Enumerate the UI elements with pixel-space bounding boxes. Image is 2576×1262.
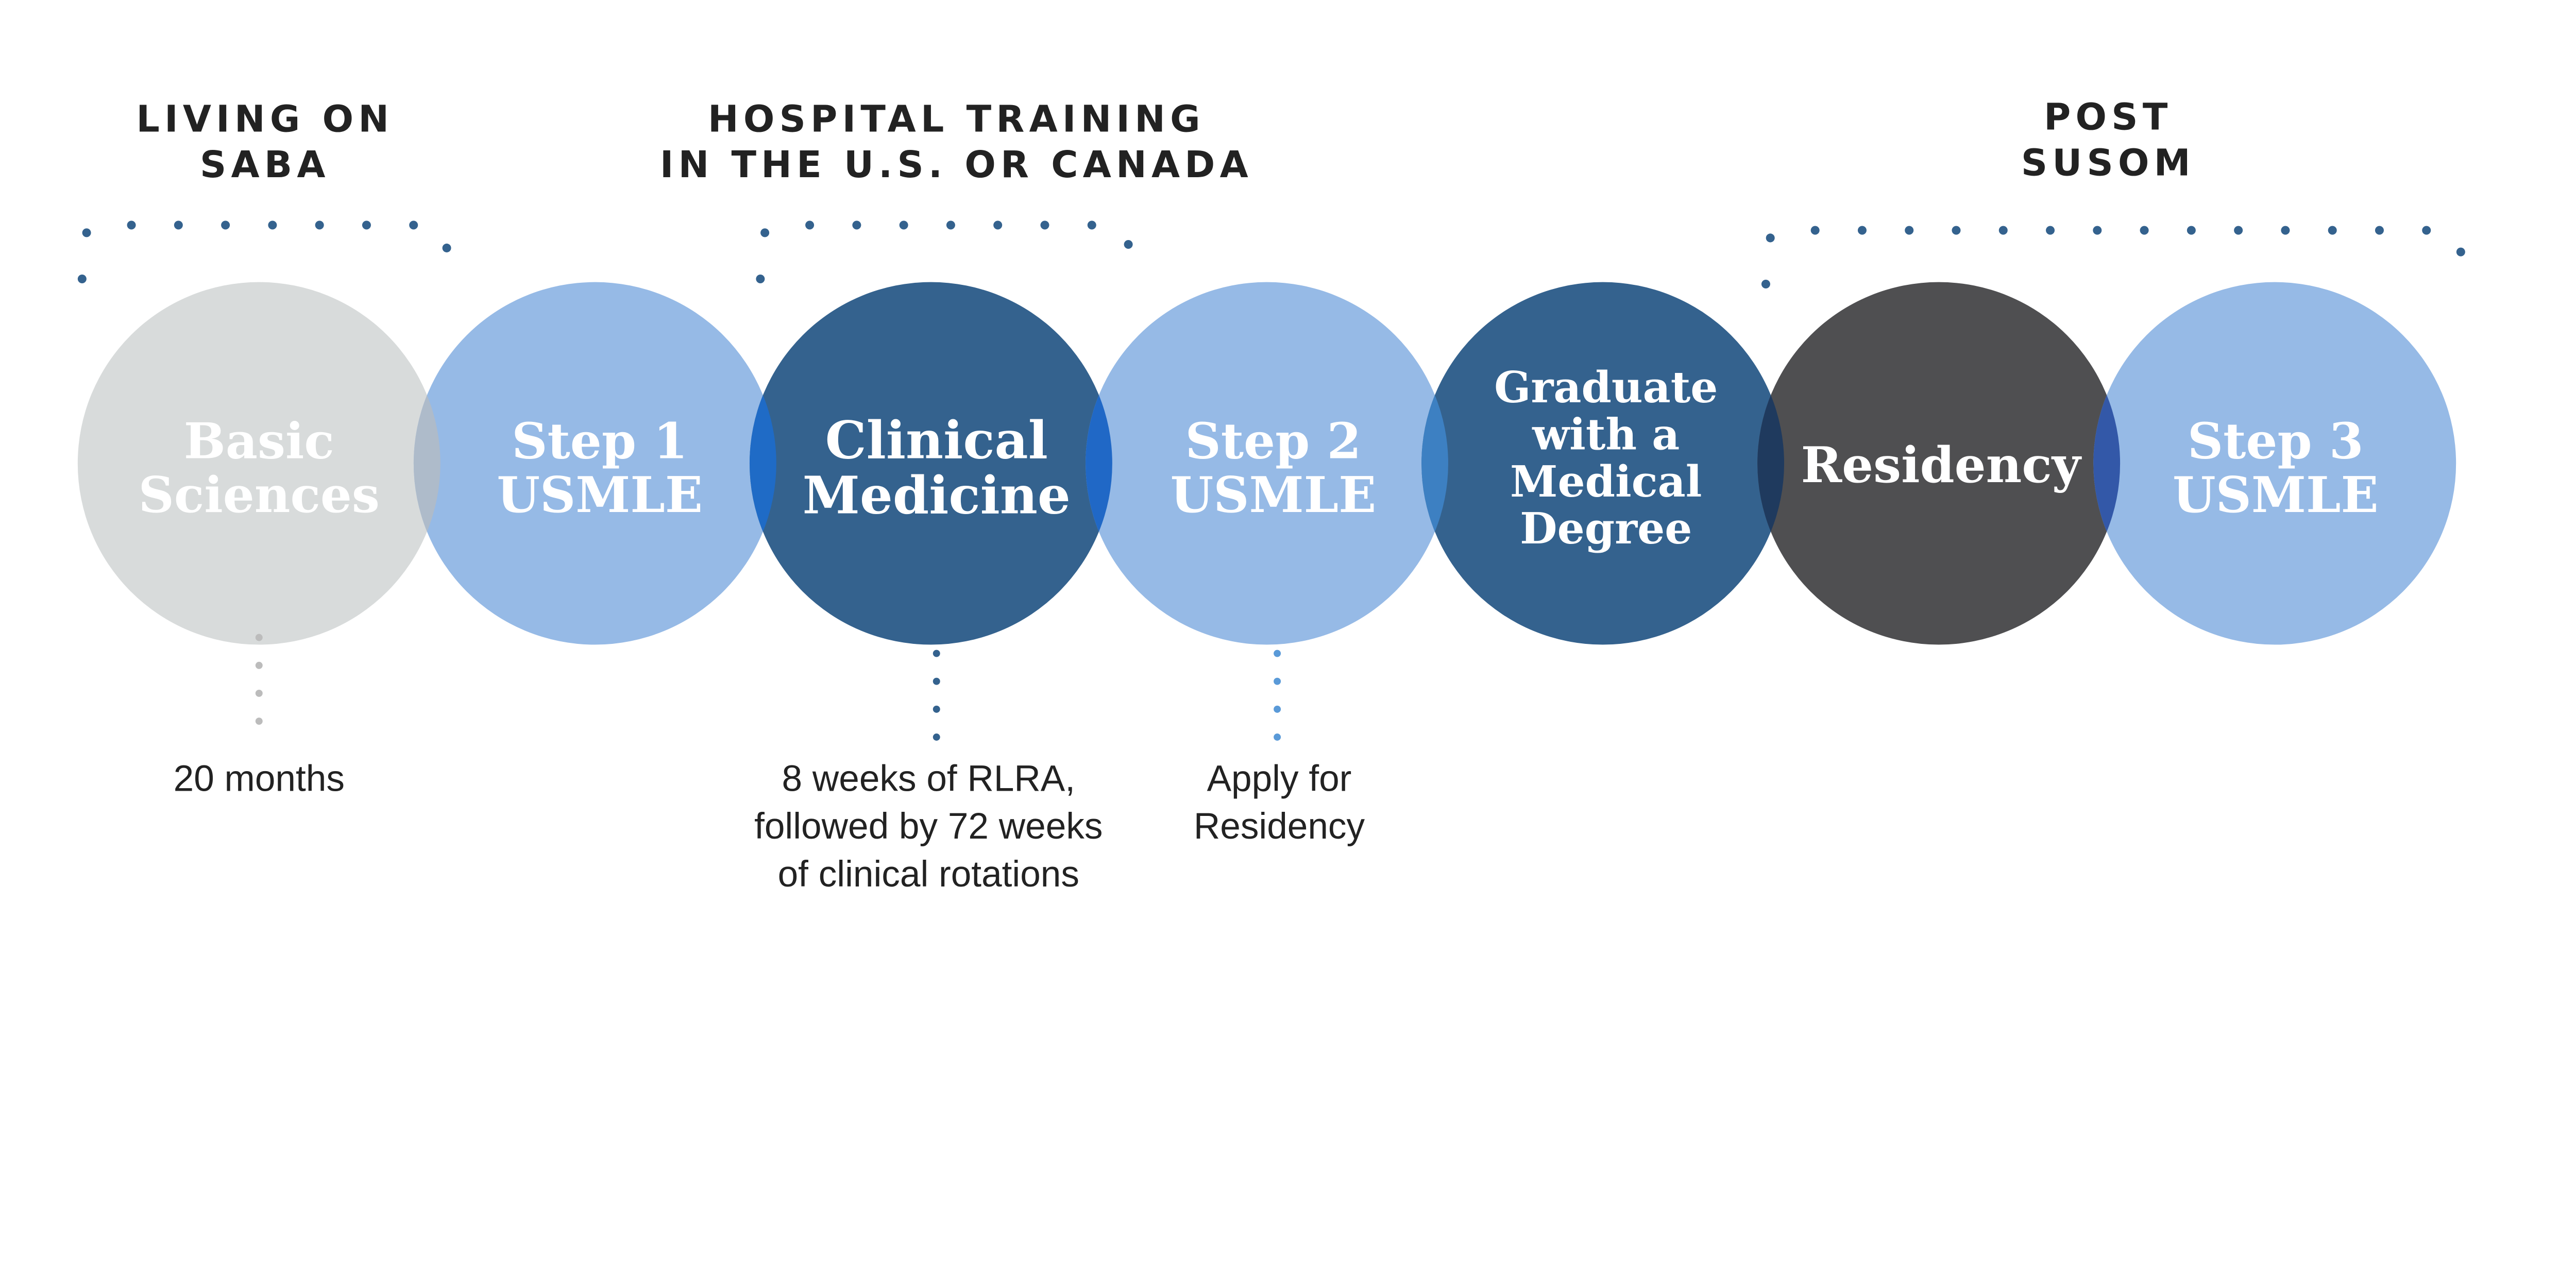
stage-label-step3-line2: USMLE <box>2173 466 2379 524</box>
note-step2-line2: Residency <box>1194 806 1365 847</box>
stage-label-graduate-line1: Graduate <box>1494 362 1718 413</box>
stage-label-basic-sciences-line1: Basic <box>184 412 334 470</box>
bracket-hospital <box>756 220 1133 283</box>
stage-circle-clinical-medicine <box>749 282 1112 645</box>
stage-label-step1-line1: Step 1 <box>512 412 688 470</box>
stage-label-clinical-line1: Clinical <box>825 410 1048 471</box>
note-clinical-line2: followed by 72 weeks <box>754 806 1103 847</box>
stage-circle-step1-usmle <box>413 282 776 645</box>
heading-living-on-line2: SABA <box>200 143 330 186</box>
stage-label-graduate-line4: Degree <box>1520 503 1692 554</box>
bracket-saba <box>77 220 451 283</box>
note-step2-line1: Apply for <box>1207 758 1352 799</box>
stage-label-step2-line1: Step 2 <box>1185 412 1361 470</box>
stage-label-clinical-line2: Medicine <box>803 465 1071 525</box>
stage-circle-residency <box>1757 282 2121 645</box>
stage-label-basic-sciences-line2: Sciences <box>139 466 380 524</box>
note-basic-sciences: 20 months <box>174 758 345 799</box>
stage-circle-step2-usmle <box>1086 282 1448 645</box>
heading-post-susom-line2: SUSOM <box>2021 141 2195 184</box>
note-clinical-line3: of clinical rotations <box>778 854 1079 895</box>
stage-label-graduate-line2: with a <box>1532 410 1680 460</box>
heading-hospital-line2: IN THE U.S. OR CANADA <box>660 143 1253 186</box>
stage-label-step3-line1: Step 3 <box>2188 412 2364 470</box>
stage-circle-step3-usmle <box>2093 282 2456 645</box>
stage-label-graduate-line3: Medical <box>1510 456 1702 507</box>
note-clinical-line1: 8 weeks of RLRA, <box>782 758 1076 799</box>
heading-post-susom-line1: POST <box>2044 95 2173 138</box>
bracket-post-susom <box>1761 226 2465 289</box>
stage-circle-basic-sciences <box>77 282 440 645</box>
stage-label-step2-line2: USMLE <box>1171 466 1377 524</box>
stage-label-residency: Residency <box>1801 436 2082 494</box>
medical-pathway-diagram: LIVING ON SABA HOSPITAL TRAINING IN THE … <box>77 95 2465 895</box>
heading-living-on-line1: LIVING ON <box>137 97 394 140</box>
heading-hospital-line1: HOSPITAL TRAINING <box>708 97 1205 140</box>
stage-label-step1-line2: USMLE <box>497 466 703 524</box>
stage-circle-graduate <box>1421 282 1785 645</box>
